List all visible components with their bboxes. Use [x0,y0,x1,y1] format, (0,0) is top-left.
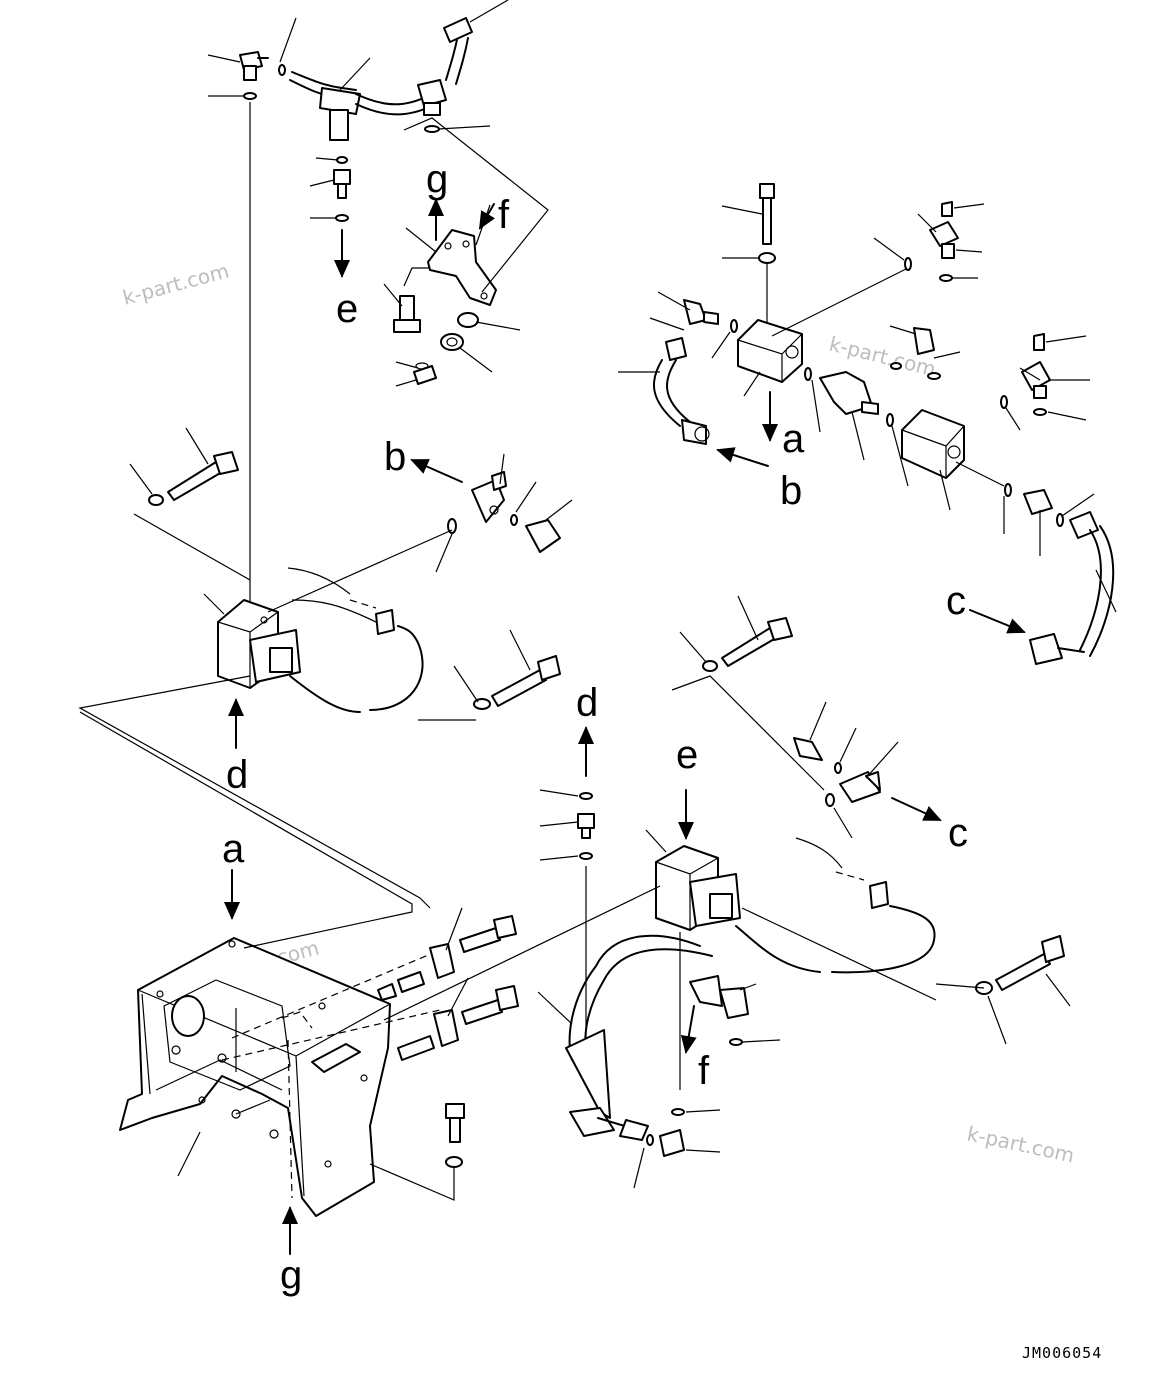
label-e-top: e [336,287,358,331]
label-c-mid: c [948,811,968,855]
right-solenoid-assembly [537,595,1071,1189]
left-solenoid-assembly [78,427,573,909]
watermark-top-left: k-part.com [120,258,231,309]
label-d-left: d [226,753,248,797]
label-f-top: f [498,193,510,237]
mounting-bracket [383,117,549,387]
drawing-code: JM006054 [1022,1344,1102,1362]
label-b-right: b [780,469,802,513]
label-a-top: a [782,417,805,461]
main-support-bracket [79,711,661,1255]
label-g-top: g [426,157,448,201]
top-tee-assembly [207,0,509,278]
label-d-mid: d [576,681,598,725]
label-f-bottom: f [698,1049,710,1093]
label-c-right: c [946,579,966,623]
top-right-solenoid-group [618,183,1117,665]
watermark-bottom-right: k-part.com [965,1121,1077,1167]
label-e-mid: e [676,733,698,777]
label-a-bottom: a [222,827,245,871]
label-b-left: b [384,435,406,479]
label-g-bottom: g [280,1253,302,1297]
